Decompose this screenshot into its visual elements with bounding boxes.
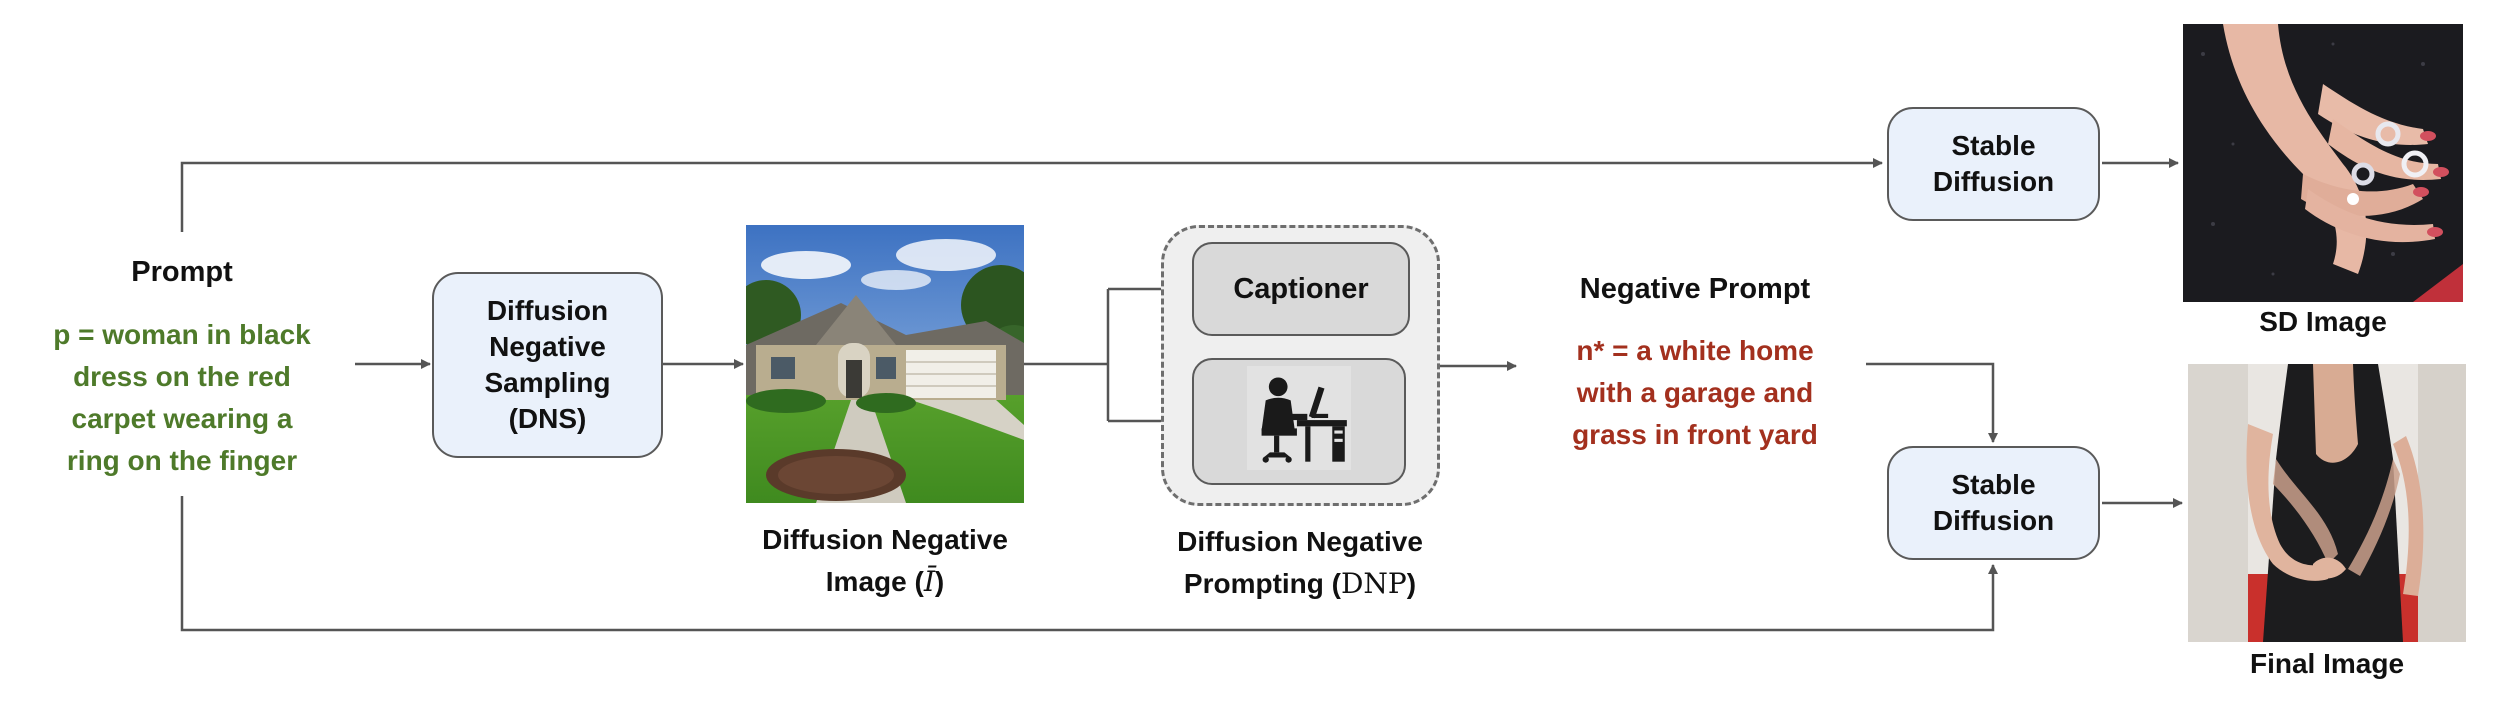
hand-with-rings-photo — [2183, 24, 2463, 302]
prompt-line: p = woman in black — [53, 319, 311, 350]
sd-bottom-label-line: Diffusion — [1932, 505, 2055, 536]
negative-prompt-label: Negative Prompt — [1579, 273, 1811, 305]
sd-top-label-line: Diffusion — [1932, 166, 2055, 197]
negative-image-caption-line1: Diffusion Negative — [762, 524, 1008, 555]
i-bar-symbol: Ī — [923, 565, 935, 598]
dnp-symbol: DNP — [1340, 567, 1407, 600]
negative-image-caption-line2: Image (Ī) — [725, 561, 1045, 603]
sd-bottom-label-line: Stable — [1951, 469, 2036, 500]
woman-in-black-dress-photo — [2188, 364, 2466, 642]
prompt-line: carpet wearing a — [71, 403, 293, 434]
dnp-caption-line1: Diffusion Negative — [1177, 526, 1423, 557]
stable-diffusion-bottom-box: Stable Diffusion — [1887, 446, 2100, 560]
person-at-computer-icon — [1247, 365, 1351, 478]
negative-prompt-line: n* = a white home — [1576, 335, 1814, 366]
prompt-line: ring on the finger — [66, 445, 298, 476]
negative-prompt-line: grass in front yard — [1572, 419, 1818, 450]
caption-suffix: ) — [1406, 568, 1417, 599]
caption-prefix: Image ( — [825, 566, 924, 597]
negative-prompt-text: n* = a white home with a garage and gras… — [1530, 330, 1860, 456]
stable-diffusion-top-box: Stable Diffusion — [1887, 107, 2100, 221]
house-photo — [746, 225, 1024, 503]
caption-prefix: Prompting ( — [1183, 568, 1341, 599]
dnp-caption: Diffusion Negative Prompting (DNP) — [1140, 521, 1460, 605]
arrow-prompt-to-top-sd — [180, 158, 1883, 232]
caption-suffix: ) — [934, 566, 945, 597]
dns-label-line: Diffusion — [486, 295, 609, 326]
prompt-label: Prompt — [131, 256, 233, 288]
captioner-box: Captioner — [1192, 242, 1410, 336]
final-image-label: Final Image — [2249, 648, 2405, 679]
dns-box: Diffusion Negative Sampling (DNS) — [432, 272, 663, 458]
sd-image-label: SD Image — [2259, 306, 2387, 337]
negative-image-caption: Diffusion Negative Image (Ī) — [725, 519, 1045, 603]
prompt-line: dress on the red — [73, 361, 291, 392]
prompt-text: p = woman in black dress on the red carp… — [22, 314, 342, 482]
sd-top-label-line: Stable — [1951, 130, 2036, 161]
dns-label-line: Sampling — [484, 367, 611, 398]
negative-prompt-line: with a garage and — [1576, 377, 1814, 408]
dnp-caption-line2: Prompting (DNP) — [1140, 563, 1460, 605]
dns-label-line: (DNS) — [508, 403, 587, 434]
arrow-negative-prompt-to-bottom-sd — [1866, 362, 1998, 443]
captioner-label: Captioner — [1233, 272, 1369, 305]
arrow-prompt-to-bottom-sd — [180, 496, 1998, 632]
dns-label-line: Negative — [489, 331, 606, 362]
worker-box — [1192, 358, 1406, 485]
